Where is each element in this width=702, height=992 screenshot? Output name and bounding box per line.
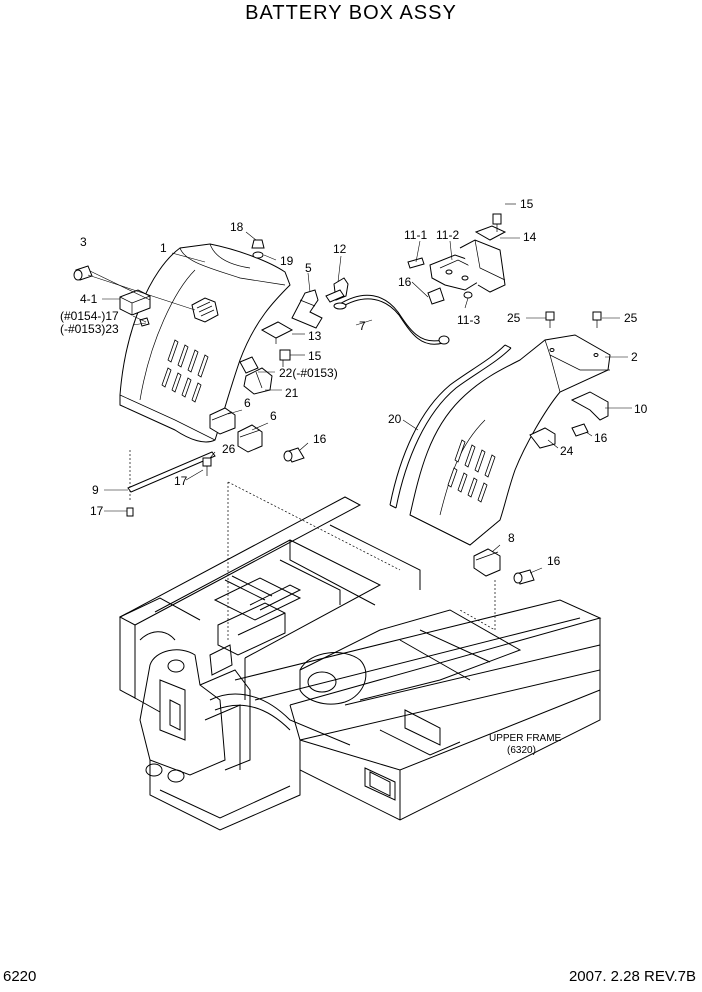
leader-lines bbox=[87, 203, 632, 574]
battery-cover-left bbox=[119, 243, 291, 443]
callout-15-top: 15 bbox=[520, 197, 534, 211]
bracket-part-24 bbox=[529, 427, 556, 449]
callout-1: 1 bbox=[160, 241, 167, 255]
callout-5: 5 bbox=[305, 261, 312, 275]
callout-12: 12 bbox=[333, 242, 347, 256]
callout-10: 10 bbox=[634, 402, 648, 416]
callout-21: 21 bbox=[285, 386, 299, 400]
bolt-part-16-lower bbox=[513, 569, 535, 585]
cable-part-7 bbox=[333, 294, 450, 345]
callout-16-right: 16 bbox=[594, 431, 608, 445]
rubber-part-22 bbox=[239, 356, 259, 374]
bracket-part-12 bbox=[325, 277, 349, 303]
callout-11-1: 11-1 bbox=[404, 228, 427, 242]
hinge-part-8 bbox=[473, 548, 501, 577]
hinges-part-6 bbox=[209, 407, 263, 453]
clip-part-21 bbox=[243, 367, 273, 395]
callout-18: 18 bbox=[230, 220, 244, 234]
upper-frame-code: (6320) bbox=[507, 745, 536, 756]
callout-6-lower: 6 bbox=[270, 409, 277, 423]
bolts-part-25 bbox=[545, 311, 602, 328]
callout-26: 26 bbox=[222, 442, 236, 456]
plate-part-13 bbox=[260, 321, 294, 344]
callout-9: 9 bbox=[92, 483, 99, 497]
callout-20: 20 bbox=[388, 412, 402, 426]
callout-24: 24 bbox=[560, 444, 574, 458]
revision-date: 2007. 2.28 REV.7B bbox=[568, 968, 696, 985]
callout-6-upper: 6 bbox=[244, 396, 251, 410]
callout-4-1: 4-1 bbox=[80, 292, 98, 306]
bolt-17-23 bbox=[139, 317, 150, 327]
rubber-strip-part-20 bbox=[389, 344, 512, 509]
callout-16-top: 16 bbox=[398, 275, 412, 289]
callout-2: 2 bbox=[631, 350, 638, 364]
knob-part-18 bbox=[251, 239, 265, 259]
callout-7: 7 bbox=[359, 319, 366, 333]
small-parts-17-26 bbox=[126, 457, 212, 517]
page-title: BATTERY BOX ASSY bbox=[245, 2, 457, 24]
upper-frame-drawing bbox=[118, 496, 602, 831]
callout-16-lower: 16 bbox=[547, 554, 561, 568]
callout-11-3: 11-3 bbox=[457, 313, 480, 327]
callout-13: 13 bbox=[308, 329, 322, 343]
bolt-part-16-right bbox=[571, 423, 589, 437]
page-number: 6220 bbox=[3, 968, 37, 985]
upper-frame-label: UPPER FRAME bbox=[489, 733, 562, 744]
callout-25-left: 25 bbox=[507, 311, 521, 325]
callout-3: 3 bbox=[80, 235, 87, 249]
knob-part-3 bbox=[73, 265, 93, 281]
dashed-guide-lines bbox=[129, 450, 496, 640]
callout-22: 22(-#0153) bbox=[279, 366, 338, 380]
callout-labels: 3 1 4-1 (#0154-)17 (-#0153)23 18 19 5 12… bbox=[60, 197, 648, 756]
callout-14: 14 bbox=[523, 230, 537, 244]
battery-cover-right bbox=[409, 334, 611, 546]
bolt-part-16-middle bbox=[283, 447, 305, 463]
rod-part-9 bbox=[127, 451, 216, 493]
callout-8: 8 bbox=[508, 531, 515, 545]
callout-11-2: 11-2 bbox=[436, 228, 459, 242]
bolt-part-15-left bbox=[279, 349, 291, 367]
callout-15-left: 15 bbox=[308, 349, 322, 363]
callout-23: (-#0153)23 bbox=[60, 322, 119, 336]
bracket-assembly-11 bbox=[407, 213, 507, 305]
callout-16-middle: 16 bbox=[313, 432, 327, 446]
callout-17-middle: 17 bbox=[174, 474, 188, 488]
callout-17a: (#0154-)17 bbox=[60, 309, 119, 323]
callout-25-right: 25 bbox=[624, 311, 638, 325]
callout-17-bottom: 17 bbox=[90, 504, 104, 518]
callout-19: 19 bbox=[280, 254, 294, 268]
latch-part-5 bbox=[291, 289, 323, 329]
bracket-part-10 bbox=[570, 391, 609, 421]
